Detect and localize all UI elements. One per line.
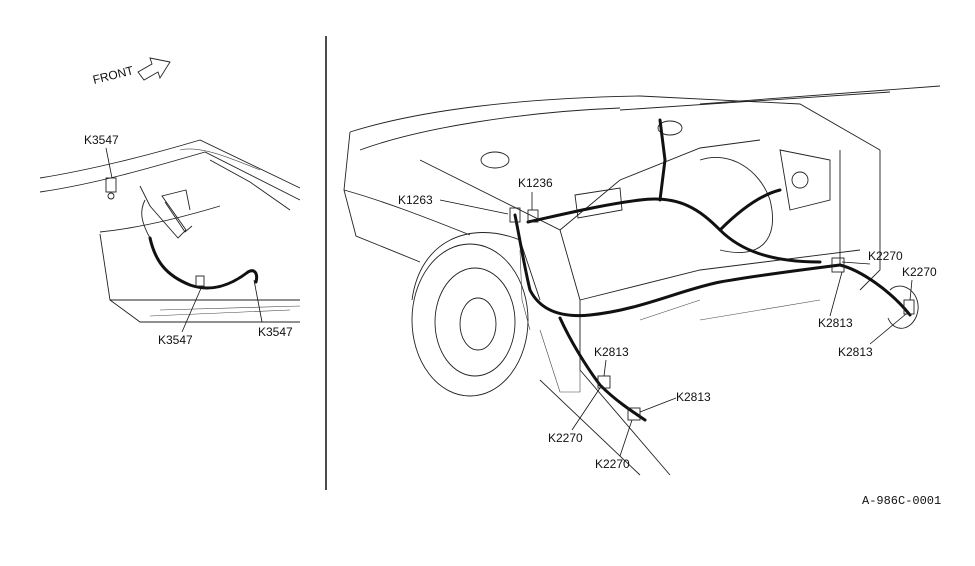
callout-label-k2813-mid-b: K2813 [676, 390, 711, 404]
callout-label-k1236: K1236 [518, 176, 553, 190]
callout-label-k2813-mid-a: K2813 [594, 345, 629, 359]
callout-label-k2813-right-b: K2813 [838, 345, 873, 359]
left-inset-view: FRONT K3547 K3547 K3547 [39, 57, 301, 347]
front-arrow-icon [137, 57, 171, 81]
figure-code: A-986C-0001 [862, 494, 941, 508]
main-harness [513, 213, 842, 318]
callout-label-k1263: K1263 [398, 193, 433, 207]
left-harness [148, 236, 250, 290]
callout-label-k2270-right-b: K2270 [902, 265, 937, 279]
callout-label-k2270-mid-a: K2270 [548, 431, 583, 445]
right-main-view: K1263 K1236 K2270 K2270 K2813 K2813 K281… [343, 85, 941, 476]
callout-label-k2813-right-a: K2813 [818, 316, 853, 330]
front-label: FRONT [91, 63, 135, 87]
callout-label-k2270-mid-b: K2270 [595, 457, 630, 471]
callout-label-k2270-right-a: K2270 [868, 249, 903, 263]
car-body-outline [343, 85, 941, 476]
connectors [509, 207, 915, 421]
left-body-outline [39, 139, 301, 323]
callout-label-k3547-right: K3547 [258, 325, 293, 339]
callout-label-k3547-bottom: K3547 [158, 333, 193, 347]
callout-label-k3547-top: K3547 [84, 133, 119, 147]
